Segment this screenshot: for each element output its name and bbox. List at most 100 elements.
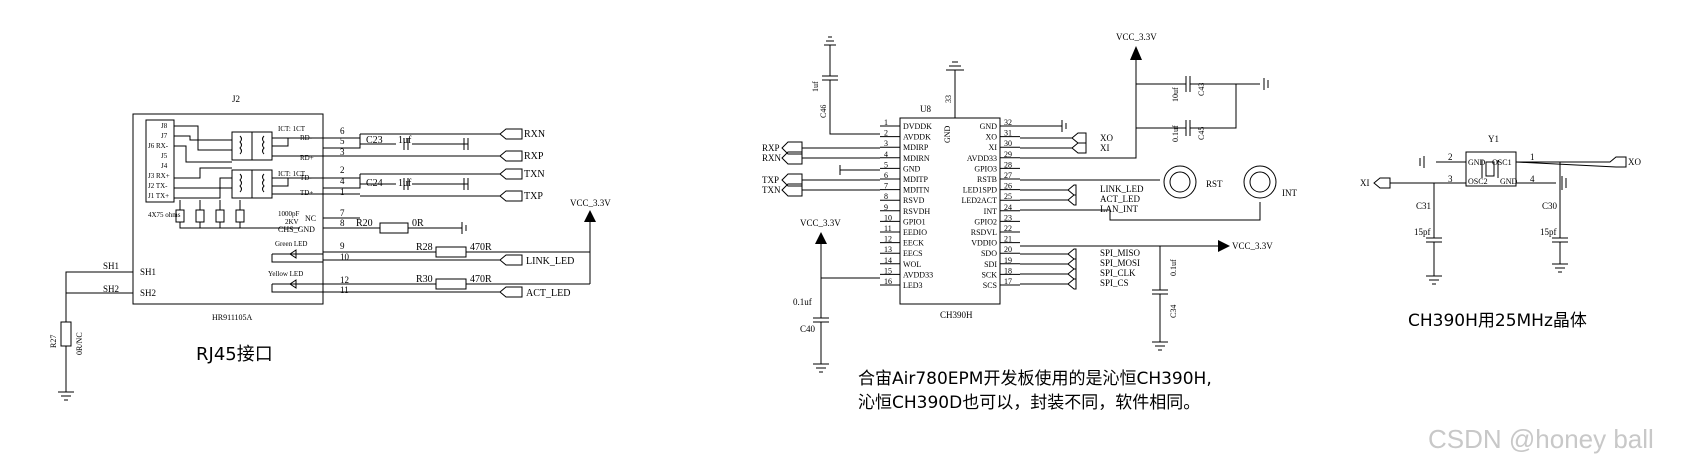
r30-body — [435, 278, 467, 290]
ch390-pin-number: 24 — [1004, 203, 1012, 212]
rj45-nc: NC — [305, 214, 316, 223]
ch390-pin-name: SCK — [981, 270, 997, 279]
rst-testpoint-outer — [1163, 165, 1197, 199]
rj45-data-lines — [360, 133, 500, 197]
rj45-pin-num: 12 — [340, 275, 349, 285]
c34-circuit — [1152, 246, 1168, 351]
y1-pin-osc2: OSC2 — [1468, 177, 1488, 186]
ch390-pin-name: XO — [985, 133, 997, 142]
rj45-internal-wires — [174, 125, 232, 199]
c34-ref: C34 — [1169, 305, 1178, 318]
int-label: INT — [1282, 188, 1297, 198]
ch390-pin-name: RSVD — [903, 196, 925, 205]
ch390-net-txp: TXP — [762, 175, 779, 185]
ch390-xo-xi-wires — [1020, 132, 1087, 154]
rj45-coils — [239, 132, 265, 198]
y1-pin-gnd-1: GND — [1468, 158, 1486, 167]
ch390-pin-name: AVDD33 — [967, 154, 997, 163]
ch390-pin-name: GND — [980, 122, 998, 131]
ch390-pin-number: 16 — [884, 277, 892, 286]
ch390-gnd-num: 33 — [944, 95, 953, 103]
crystal-section: Y1 GND OSC1 OSC2 GND 2 1 3 4 XI XO C31 1… — [1360, 134, 1641, 331]
rj45-inner-pin: J7 — [161, 132, 168, 140]
c46-value: 1uf — [811, 81, 820, 92]
rj45-section: J2 HR911105A J8 J7 J6 RX- J5 J4 J3 RX+ J… — [49, 94, 611, 401]
c34-value: 0.1uf — [1169, 259, 1178, 276]
ch390-pin-number: 4 — [884, 150, 888, 159]
ch390-net-spi-mosi: SPI_MOSI — [1100, 258, 1140, 268]
rj45-yellow-led: Yellow LED — [268, 270, 303, 278]
ch390-pin-name: RSVDH — [903, 207, 930, 216]
rj45-pin-num: 11 — [340, 285, 349, 295]
ch390-net-link-led: LINK_LED — [1100, 184, 1144, 194]
rj45-inner-pin: J2 TX- — [148, 182, 168, 190]
rj45-body — [132, 113, 324, 305]
rj45-pin-rd-plus: RD+ — [300, 154, 314, 162]
rj45-ict-2: ICT: 1CT — [278, 170, 306, 178]
ch390-net-act-led: ACT_LED — [1100, 194, 1140, 204]
rj45-pin-td-plus: TD+ — [300, 189, 313, 197]
rst-testpoint-inner — [1169, 171, 1191, 193]
ch390-pin-number: 10 — [884, 213, 892, 222]
ch390-pin-number: 15 — [884, 266, 892, 275]
ch390-pin-name: RSTB — [977, 175, 997, 184]
ch390-net-spi-miso: SPI_MISO — [1100, 248, 1141, 258]
r27-ground — [58, 346, 74, 401]
ch390-pin-number: 19 — [1004, 256, 1012, 265]
y1-xi-wires — [1373, 156, 1466, 189]
ch390-pin-number: 23 — [1004, 213, 1012, 222]
ch390-pin-number: 14 — [884, 256, 892, 265]
rj45-vcc-arrow — [584, 210, 596, 222]
c45-ref: C45 — [1197, 127, 1206, 140]
ch390-pin32-gnd — [1020, 120, 1067, 132]
r27-ref: R27 — [49, 335, 58, 348]
rj45-led-net-arrows — [499, 254, 523, 298]
c31-value: 15pf — [1414, 227, 1431, 237]
ch390-net-spi-clk: SPI_CLK — [1100, 268, 1136, 278]
rj45-chs-gnd: CHS_GND — [278, 225, 315, 234]
ch390-pin-name: LED2ACT — [961, 196, 997, 205]
ch390-net-xi: XI — [1100, 143, 1110, 153]
ch390-pin-number: 28 — [1004, 160, 1012, 169]
y1-crystal-plates — [1481, 160, 1499, 178]
ch390-pin-name: EEDIO — [903, 228, 927, 237]
rj45-pin-num: 4 — [340, 176, 345, 186]
c31-ref: C31 — [1416, 201, 1431, 211]
c40-circuit — [813, 244, 880, 373]
rj45-cap-note-1: 1000pF — [278, 210, 300, 218]
ch390-pin-name: AVDD33 — [903, 270, 933, 279]
ch390-pin-name: MDITP — [903, 175, 928, 184]
ch390-pin-name: LED3 — [903, 281, 923, 290]
rj45-sh1-label: SH1 — [103, 261, 119, 271]
rj45-pin-num: 5 — [340, 136, 345, 146]
ch390-vddio-arrow — [1218, 240, 1230, 252]
rj45-inner-pin: J5 — [161, 152, 168, 160]
y1-crystal-symbol — [1485, 161, 1495, 177]
ch390-pin-number: 31 — [1004, 129, 1012, 138]
ch390-pin-number: 9 — [884, 203, 888, 212]
rj45-inner-pin: J1 TX+ — [148, 192, 169, 200]
rj45-termination-resistors — [175, 200, 300, 229]
y1-pin-osc1: OSC1 — [1492, 158, 1512, 167]
ch390-pin-name: EECK — [903, 239, 924, 248]
rj45-green-led: Green LED — [275, 240, 307, 248]
rj45-shield-wires — [65, 271, 133, 322]
c31-circuit — [1426, 183, 1442, 285]
r20-body — [379, 222, 409, 234]
rj45-pin-num: 10 — [340, 252, 350, 262]
net-rxn: RXN — [524, 129, 545, 140]
ch390-pin-number: 27 — [1004, 171, 1012, 180]
ch390-pin-number: 7 — [884, 182, 888, 191]
ch390-led-net-arrows — [1020, 184, 1077, 206]
ch390-left-vcc-label: VCC_3.3V — [800, 218, 841, 228]
ch390-spi-net-arrows — [1020, 248, 1077, 290]
rst-label: RST — [1206, 179, 1223, 189]
rj45-led-wires — [323, 251, 590, 293]
c40-ref: C40 — [800, 324, 816, 334]
ch390-pin-number: 29 — [1004, 150, 1012, 159]
ch390-net-rxp: RXP — [762, 143, 780, 153]
r28-value: 470R — [470, 242, 492, 253]
ch390-left-vcc-arrow — [815, 232, 827, 244]
